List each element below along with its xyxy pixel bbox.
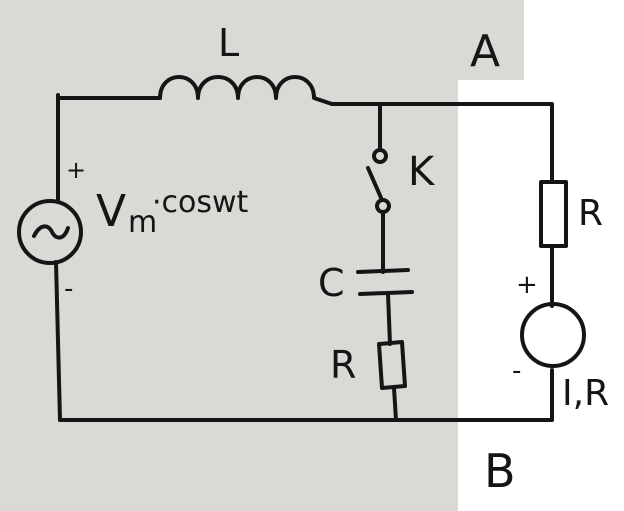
capacitor-plate-top xyxy=(356,268,410,274)
wire-cap-resistor xyxy=(386,292,392,346)
resistor-right-body xyxy=(539,180,568,248)
source-v-subscript: m xyxy=(128,205,158,240)
sine-wave-icon xyxy=(32,224,70,240)
resistor-branch-body xyxy=(377,340,407,390)
source-minus-sign: - xyxy=(64,274,74,304)
current-source-minus-sign: - xyxy=(512,356,522,386)
node-a-label: A xyxy=(470,26,501,77)
resistor-branch-label: R xyxy=(330,343,357,387)
switch-contact-top xyxy=(372,148,388,164)
current-source-label: I,R xyxy=(562,376,609,412)
wire-resistor-bottom xyxy=(392,386,398,422)
current-source-i: I xyxy=(562,373,573,414)
switch-label: K xyxy=(408,149,435,195)
wire-source-bottom xyxy=(54,260,62,422)
paper-corner xyxy=(458,0,524,80)
source-v-label: V xyxy=(96,186,127,237)
capacitor-plate-bottom xyxy=(358,290,414,296)
wire-top-right xyxy=(330,102,554,184)
ac-source-circle xyxy=(17,199,83,265)
node-b-label: B xyxy=(484,444,516,498)
source-plus-sign: + xyxy=(66,156,87,184)
current-source-plus-sign: + xyxy=(516,270,538,300)
source-expression: ·coswt xyxy=(152,185,249,220)
wire-bottom xyxy=(58,368,554,422)
switch-blade xyxy=(366,166,384,202)
inductor-coil xyxy=(158,75,334,106)
inductor-label: L xyxy=(218,21,240,65)
resistor-right-label: R xyxy=(578,193,604,234)
current-source-circle xyxy=(520,302,586,368)
white-panel xyxy=(458,0,624,511)
current-source-comma: , xyxy=(572,373,585,414)
current-source-r: R xyxy=(584,373,610,414)
capacitor-label: C xyxy=(318,261,345,305)
